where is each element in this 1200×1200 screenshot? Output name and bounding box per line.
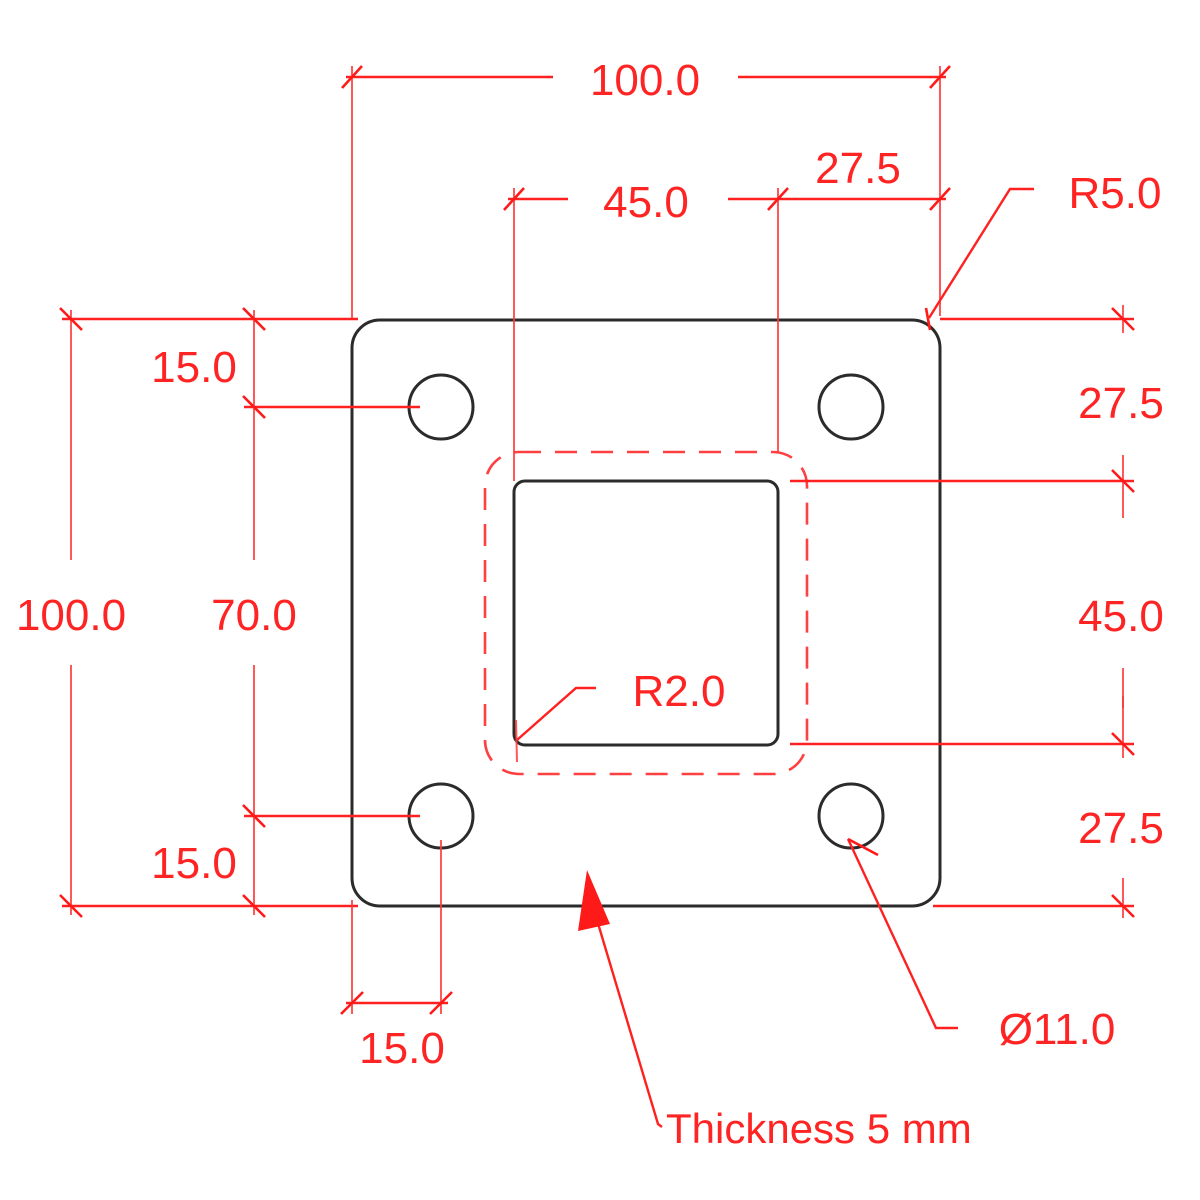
dim-left-top-offset: 15.0 (151, 343, 237, 392)
dim-cutout-radius: R2.0 (633, 667, 726, 716)
dim-top-overall: 100.0 (590, 56, 700, 105)
center-cutout (512, 479, 780, 747)
dim-top-cutout: 45.0 (603, 178, 689, 227)
dim-top-cutout-right: 27.5 (815, 144, 901, 193)
top-dimensions (341, 65, 951, 481)
cutout-dashed-envelope (483, 450, 809, 776)
hole-top-right (817, 373, 885, 441)
dim-bottom-hole-offset: 15.0 (359, 1024, 445, 1073)
dim-corner-radius: R5.0 (1069, 169, 1162, 218)
dim-left-bottom-offset: 15.0 (151, 839, 237, 888)
dim-left-overall: 100.0 (16, 591, 126, 640)
dim-right-top: 27.5 (1078, 379, 1164, 428)
dim-right-middle: 45.0 (1078, 592, 1164, 641)
arrowhead-icon (578, 870, 610, 931)
cutout-radius-leader (515, 686, 596, 763)
hole-diameter-leader (846, 837, 958, 1030)
thickness-leader (578, 870, 663, 1128)
dim-hole-diameter: Ø11.0 (999, 1005, 1116, 1054)
plate-outline (350, 318, 942, 908)
bottom-dimensions (340, 840, 453, 1015)
thickness-note: Thickness 5 mm (666, 1105, 972, 1152)
dim-left-hole-spacing: 70.0 (211, 591, 297, 640)
left-dimensions (59, 307, 420, 918)
corner-radius-leader (924, 187, 1034, 331)
right-dimensions (790, 305, 1135, 918)
part-geometry (350, 318, 942, 908)
hole-bottom-right (817, 782, 885, 850)
dim-right-bottom: 27.5 (1078, 804, 1164, 853)
